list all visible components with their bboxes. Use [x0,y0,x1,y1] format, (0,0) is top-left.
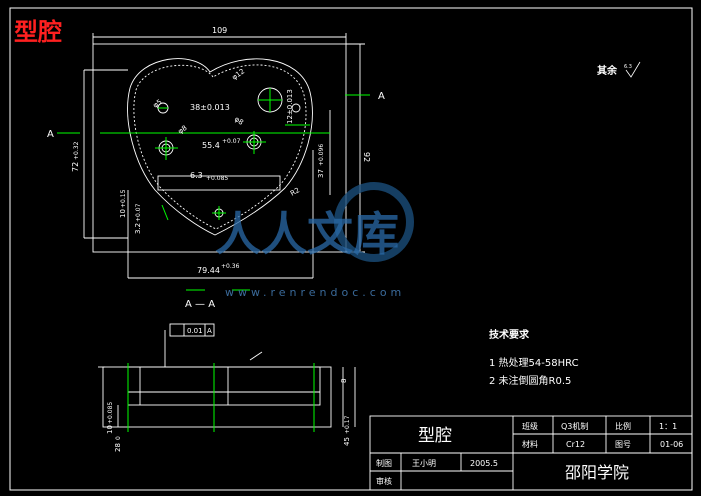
dim-37: 37 [317,169,325,178]
title-block-drawing-no-value: 01-06 [660,440,683,449]
title-block-material-label: 材料 [522,439,538,449]
watermark-brand: 人人文库 [215,207,399,261]
title-block-scale-label: 比例 [615,421,631,431]
dim-phi5: φ5 [152,98,164,110]
tech-item-2: 2 未注倒圆角R0.5 [489,374,571,387]
title-block-class-value: Q3机制 [561,421,588,431]
dim-phi8b: φ8 [233,115,245,127]
section-view [98,323,356,428]
dim-section-8: 8 [340,379,348,383]
dim-section-45: 45 [343,437,351,446]
dim-12: 12±0.013 [286,89,294,124]
dim-72: 72 [71,162,80,172]
dim-phi12: φ12 [231,67,247,81]
dim-section-45-tol: +0.17 [344,415,351,434]
title-block-part-name: 型腔 [418,426,452,446]
dim-37-tol: +0.096 [318,144,325,166]
title-block-material-value: Cr12 [566,440,585,449]
dim-55: 55.4 [202,141,220,150]
heart-cavity-outline [127,58,313,236]
dim-79-tol: +0.36 [221,263,240,270]
dim-79: 79.44 [197,266,220,275]
rest-roughness-label: 其余 [597,64,618,77]
drawing-border [9,7,693,491]
dim-92: 92 [362,152,371,162]
dim-38: 38±0.013 [190,103,230,112]
title-block-check-label: 审核 [376,476,392,486]
dim-r2: R2 [289,186,301,198]
title-block-drawing-no-label: 图号 [615,440,631,449]
dim-10-tol: +0.15 [120,189,127,208]
drawing-title: 型腔 [14,17,62,46]
center-marks [57,88,370,291]
dim-section-28-tol: 0 [115,436,122,440]
title-block [369,415,693,491]
tolerance-ref: A [207,327,212,335]
dim-6-3: 6.3 [190,171,203,180]
section-marker-right: A [378,91,385,102]
title-block-class-label: 班级 [522,421,538,431]
title-block-drawn-label: 制图 [376,458,392,468]
tech-heading: 技术要求 [489,328,530,341]
tolerance-value: 0.01 [187,327,203,335]
rest-roughness-value: 6.3 [624,64,632,70]
dim-3-2-tol: +0.07 [135,203,142,222]
title-block-drawn-value: 王小明 [412,459,436,468]
section-view-label: A — A [185,299,215,310]
title-block-school: 邵阳学院 [565,463,629,482]
title-block-date: 2005.5 [470,459,498,468]
watermark-url: www.renrendoc.com [225,286,405,299]
dim-phi8: φ8 [177,124,189,136]
watermark: 人人文库 www.renrendoc.com [215,182,414,299]
dim-3-2: 3.2 [134,223,142,234]
dim-109: 109 [212,26,227,35]
dim-72-tol: +0.32 [73,141,80,160]
dim-section-10-tol: +0.085 [107,402,114,424]
section-center-marks [127,363,315,432]
roughness-symbol [625,61,641,78]
dim-10: 10 [119,209,127,218]
title-block-scale-value: 1：1 [659,422,677,431]
dim-section-28: 28 [114,443,122,452]
dim-section-10: 10 [106,425,114,434]
dim-6-3-tol: +0.085 [206,175,228,182]
section-marker-left: A [47,129,54,140]
tech-item-1: 1 热处理54-58HRC [489,356,579,369]
dim-55-tol: +0.07 [222,138,241,145]
